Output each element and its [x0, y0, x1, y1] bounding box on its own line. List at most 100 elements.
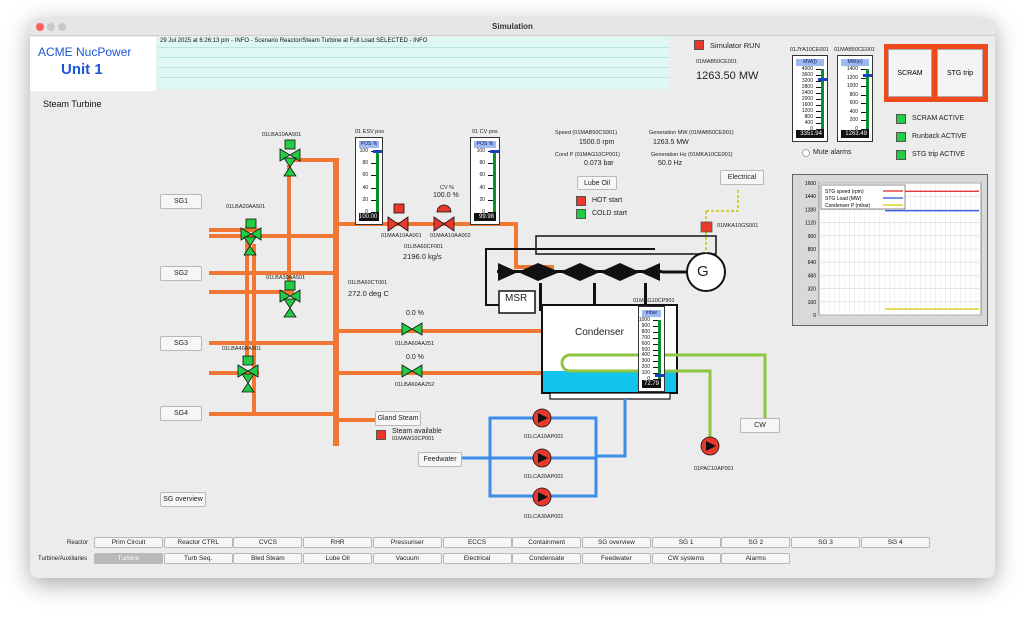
condenser-gauge-tick-mark — [653, 355, 661, 357]
condenser-gauge-pointer — [655, 373, 664, 377]
brand-panel: ACME NucPower Unit 1 — [30, 37, 156, 91]
electric-gauge-tick-label: 200 — [849, 117, 858, 124]
sg1-button[interactable]: SG1 — [160, 194, 202, 209]
nav-tab-sg-overview[interactable]: SG overview — [581, 537, 651, 548]
mute-alarms-radio[interactable] — [802, 149, 810, 157]
nav-tab-sg-2[interactable]: SG 2 — [721, 537, 791, 548]
nav-tab-bled-steam[interactable]: Bled Steam — [233, 553, 303, 564]
electric-gauge-readout: 1263.49 — [841, 130, 869, 138]
nav-tab-condensate[interactable]: Condensate — [512, 553, 582, 564]
zoom-window-icon[interactable] — [58, 23, 66, 31]
esv-gauge-tick-label: 0 — [365, 209, 368, 215]
electrical-button[interactable]: Electrical — [720, 170, 764, 185]
esv-gauge-tick-label: 100 — [359, 148, 368, 154]
esv-gauge-tick-mark — [371, 199, 379, 201]
simulator-run-label: Simulator RUN — [710, 41, 761, 50]
steam-flow-tag: 01LBA60CF001 — [404, 244, 444, 250]
electric-gauge-tick-label: 0 — [855, 126, 858, 132]
condenser-gauge-tick-label: 800 — [641, 328, 650, 335]
sg2-button[interactable]: SG2 — [160, 266, 202, 281]
electric-gauge-tag: 01MAB50CE001 — [834, 47, 875, 53]
cv-gauge-tick-label: 0 — [482, 209, 485, 215]
nav-tab-cvcs[interactable]: CVCS — [233, 537, 303, 548]
valve-maa10-1-tag: 01MAA10AA001 — [381, 233, 422, 239]
pump-pac10-tag: 01PAC10AP001 — [694, 466, 734, 472]
condenser-gauge-tick-label: 600 — [641, 340, 650, 347]
trend-legend-label: Condenser P (mbar) — [825, 203, 871, 209]
nav-tab-prim-circuit[interactable]: Prim Circuit — [94, 537, 163, 548]
power-tag: 01MAB50CE001 — [696, 59, 737, 65]
trend-legend-label: STG Load (MW) — [825, 196, 862, 202]
nav-tab-turbine[interactable]: Turbine — [94, 553, 163, 564]
lube-oil-button[interactable]: Lube Oil — [577, 176, 617, 190]
condenser-gauge-tick-label: 100 — [641, 370, 650, 377]
gland-steam-button[interactable]: Gland Steam — [375, 411, 421, 426]
scram-active-label: SCRAM ACTIVE — [912, 115, 965, 122]
scram-active-indicator — [896, 114, 906, 124]
turbine-nav-label: Turbine/Auxiliaries — [38, 556, 88, 562]
minimize-window-icon[interactable] — [47, 23, 55, 31]
valve-251-tag: 01LBA60AA251 — [395, 341, 435, 347]
esv-gauge-tick-mark — [371, 187, 379, 189]
cv-gauge-title: 01 CV pos — [472, 129, 498, 135]
condenser-gauge-tick-label: 300 — [641, 358, 650, 365]
cv-label: CV % — [440, 185, 455, 191]
nav-tab-eccs[interactable]: ECCS — [442, 537, 512, 548]
nav-tab-vacuum[interactable]: Vacuum — [372, 553, 442, 564]
thermal-gauge-tick-label: 3200 — [801, 78, 813, 84]
condenser-gauge-tick-label: 0 — [647, 376, 650, 382]
thermal-gauge-tick-mark — [816, 93, 824, 94]
gen-mw-value: 1263.5 MW — [653, 139, 689, 146]
trip-panel: SCRAM STG trip — [884, 44, 988, 102]
sg-overview-button[interactable]: SG overview — [160, 492, 206, 507]
stg-trip-button[interactable]: STG trip — [937, 49, 983, 97]
condenser-gauge-scale-bar — [658, 320, 661, 379]
nav-tab-sg-3[interactable]: SG 3 — [791, 537, 860, 548]
nav-tab-containment[interactable]: Containment — [512, 537, 582, 548]
hot-start-indicator — [576, 196, 586, 206]
speed-value: 1500.0 rpm — [579, 139, 615, 146]
cond-p-label: Cond P (01MAG10CP001) — [555, 152, 621, 158]
thermal-gauge-tick-label: 1600 — [801, 102, 813, 108]
nav-tab-sg-4[interactable]: SG 4 — [860, 537, 930, 548]
cv-gauge-readout: 99.98 — [474, 213, 496, 221]
message-log[interactable]: 29 Jul 2025 at 6:26:13 pm - INFO - Scena… — [158, 37, 670, 89]
cv-gauge-tick-label: 80 — [479, 160, 485, 167]
nav-tab-alarms[interactable]: Alarms — [721, 553, 791, 564]
breaker-tag: 01MKA10GS001 — [717, 223, 759, 229]
stg-trip-active-label: STG trip ACTIVE — [912, 151, 965, 158]
nav-tab-cw-systems[interactable]: CW systems — [651, 553, 721, 564]
cv-gauge-pointer — [490, 150, 499, 153]
valve-lba40-tag: 01LBA40AA501 — [222, 346, 262, 352]
cv-gauge-tick-label: 40 — [479, 184, 485, 191]
cw-button[interactable]: CW — [740, 418, 780, 433]
nav-tab-reactor-ctrl[interactable]: Reactor CTRL — [163, 537, 233, 548]
steam-available-label: Steam available — [392, 428, 442, 435]
sg4-button[interactable]: SG4 — [160, 406, 202, 421]
thermal-gauge-tick-label: 4000 — [801, 66, 813, 72]
nav-tab-turb-seq[interactable]: Turb Seq. — [163, 553, 233, 564]
nav-tab-rhr[interactable]: RHR — [303, 537, 373, 548]
condenser-gauge-tick-mark — [653, 325, 661, 327]
close-window-icon[interactable] — [36, 23, 44, 31]
scram-button[interactable]: SCRAM — [888, 49, 932, 97]
nav-tab-lube-oil[interactable]: Lube Oil — [303, 553, 373, 564]
esv-gauge-pointer — [373, 150, 382, 153]
title-bar: Simulation — [30, 18, 995, 36]
sg3-button[interactable]: SG3 — [160, 336, 202, 351]
simulation-window: Simulation ACME NucPower Unit 1 Steam Tu… — [30, 18, 995, 578]
feedwater-button[interactable]: Feedwater — [418, 452, 462, 467]
nav-tab-electrical[interactable]: Electrical — [442, 553, 512, 564]
electric-gauge-tick-mark — [861, 120, 869, 122]
nav-tab-feedwater[interactable]: Feedwater — [581, 553, 651, 564]
condenser-gauge-tick-mark — [653, 361, 661, 363]
nav-tab-pressuriser[interactable]: Pressuriser — [372, 537, 442, 548]
condenser-gauge-tick-label: 900 — [641, 322, 650, 329]
nav-tab-sg-1[interactable]: SG 1 — [651, 537, 721, 548]
cv-gauge-tick-label: 20 — [479, 196, 485, 203]
